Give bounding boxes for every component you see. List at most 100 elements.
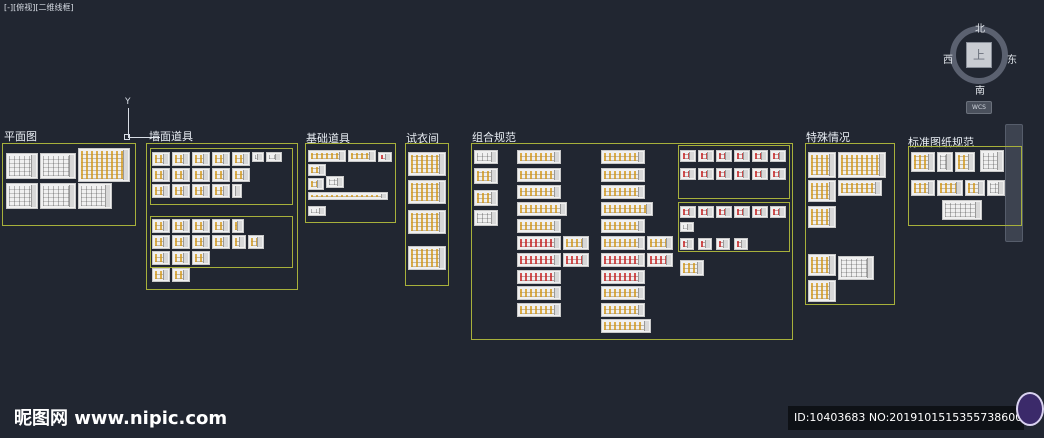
- drawing-sheet[interactable]: [232, 168, 250, 182]
- drawing-sheet[interactable]: [378, 152, 392, 162]
- drawing-sheet[interactable]: [808, 206, 836, 228]
- drawing-sheet[interactable]: [601, 185, 645, 199]
- drawing-sheet[interactable]: [408, 210, 446, 234]
- frame-combination-right-upper[interactable]: [678, 145, 790, 199]
- drawing-sheet[interactable]: [601, 319, 651, 333]
- drawing-sheet[interactable]: [78, 183, 112, 209]
- drawing-sheet[interactable]: [408, 246, 446, 270]
- frame-wall-props[interactable]: [146, 143, 298, 290]
- drawing-sheet[interactable]: [937, 152, 953, 172]
- drawing-sheet[interactable]: [266, 152, 282, 162]
- drawing-sheet[interactable]: [308, 178, 324, 190]
- drawing-sheet[interactable]: [308, 192, 388, 200]
- drawing-sheet[interactable]: [172, 251, 190, 265]
- drawing-sheet[interactable]: [601, 219, 645, 233]
- drawing-sheet[interactable]: [937, 180, 963, 196]
- drawing-sheet[interactable]: [752, 150, 768, 162]
- compass-ring[interactable]: [950, 26, 1008, 84]
- drawing-sheet[interactable]: [808, 180, 836, 202]
- drawing-sheet[interactable]: [680, 168, 696, 180]
- drawing-sheet[interactable]: [308, 150, 346, 162]
- compass-north[interactable]: 北: [975, 24, 985, 35]
- drawing-sheet[interactable]: [517, 185, 561, 199]
- frame-special[interactable]: [805, 143, 895, 305]
- drawing-sheet[interactable]: [232, 235, 246, 249]
- drawing-sheet[interactable]: [680, 260, 704, 276]
- frame-wall-props-upper[interactable]: [150, 148, 293, 205]
- drawing-sheet[interactable]: [172, 268, 190, 282]
- drawing-sheet[interactable]: [911, 180, 935, 196]
- frame-fitting-room[interactable]: [405, 143, 449, 286]
- drawing-sheet[interactable]: [808, 152, 836, 178]
- drawing-sheet[interactable]: [172, 219, 190, 233]
- drawing-sheet[interactable]: [408, 152, 446, 176]
- drawing-sheet[interactable]: [192, 152, 210, 166]
- drawing-sheet[interactable]: [698, 168, 714, 180]
- drawing-sheet[interactable]: [698, 150, 714, 162]
- drawing-sheet[interactable]: [474, 210, 498, 226]
- drawing-sheet[interactable]: [474, 168, 498, 184]
- drawing-sheet[interactable]: [212, 219, 230, 233]
- view-cube-top-face[interactable]: 上: [966, 42, 992, 68]
- drawing-sheet[interactable]: [172, 184, 190, 198]
- drawing-sheet[interactable]: [308, 164, 326, 176]
- drawing-sheet[interactable]: [232, 219, 244, 233]
- compass-west[interactable]: 西: [943, 55, 953, 66]
- compass-south[interactable]: 南: [975, 86, 985, 97]
- drawing-sheet[interactable]: [601, 253, 645, 267]
- drawing-sheet[interactable]: [770, 206, 786, 218]
- drawing-sheet[interactable]: [517, 253, 561, 267]
- drawing-sheet[interactable]: [517, 303, 561, 317]
- drawing-sheet[interactable]: [680, 206, 696, 218]
- drawing-sheet[interactable]: [212, 184, 230, 198]
- drawing-sheet[interactable]: [232, 152, 250, 166]
- frame-plan[interactable]: [2, 143, 136, 226]
- drawing-sheet[interactable]: [752, 168, 768, 180]
- drawing-sheet[interactable]: [152, 219, 170, 233]
- frame-standard[interactable]: [908, 146, 1022, 226]
- drawing-sheet[interactable]: [716, 168, 732, 180]
- drawing-sheet[interactable]: [734, 238, 748, 250]
- drawing-sheet[interactable]: [680, 238, 694, 250]
- drawing-sheet[interactable]: [348, 150, 376, 162]
- drawing-sheet[interactable]: [980, 150, 1004, 172]
- drawing-sheet[interactable]: [212, 235, 230, 249]
- drawing-sheet[interactable]: [152, 268, 170, 282]
- drawing-sheet[interactable]: [752, 206, 768, 218]
- drawing-sheet[interactable]: [212, 168, 230, 182]
- drawing-sheet[interactable]: [680, 150, 696, 162]
- drawing-sheet[interactable]: [563, 253, 589, 267]
- drawing-sheet[interactable]: [517, 286, 561, 300]
- drawing-sheet[interactable]: [152, 184, 170, 198]
- drawing-sheet[interactable]: [152, 235, 170, 249]
- drawing-sheet[interactable]: [987, 180, 1005, 196]
- drawing-sheet[interactable]: [838, 256, 874, 280]
- drawing-sheet[interactable]: [838, 152, 886, 178]
- drawing-sheet[interactable]: [78, 148, 130, 182]
- drawing-sheet[interactable]: [252, 152, 264, 162]
- vertical-scrollbar[interactable]: [1005, 124, 1023, 242]
- drawing-sheet[interactable]: [716, 150, 732, 162]
- drawing-sheet[interactable]: [734, 168, 750, 180]
- drawing-sheet[interactable]: [517, 219, 561, 233]
- drawing-sheet[interactable]: [601, 303, 645, 317]
- drawing-sheet[interactable]: [716, 238, 730, 250]
- drawing-sheet[interactable]: [911, 152, 935, 172]
- drawing-sheet[interactable]: [212, 152, 230, 166]
- drawing-sheet[interactable]: [40, 183, 76, 209]
- drawing-sheet[interactable]: [517, 270, 561, 284]
- drawing-sheet[interactable]: [734, 206, 750, 218]
- drawing-sheet[interactable]: [192, 184, 210, 198]
- drawing-sheet[interactable]: [601, 202, 653, 216]
- drawing-sheet[interactable]: [838, 180, 882, 196]
- drawing-sheet[interactable]: [698, 238, 712, 250]
- drawing-sheet[interactable]: [192, 251, 210, 265]
- drawing-sheet[interactable]: [770, 168, 786, 180]
- drawing-sheet[interactable]: [517, 236, 561, 250]
- drawing-sheet[interactable]: [734, 150, 750, 162]
- drawing-sheet[interactable]: [6, 153, 38, 179]
- drawing-sheet[interactable]: [770, 150, 786, 162]
- drawing-sheet[interactable]: [601, 150, 645, 164]
- drawing-sheet[interactable]: [474, 150, 498, 164]
- drawing-sheet[interactable]: [326, 176, 344, 188]
